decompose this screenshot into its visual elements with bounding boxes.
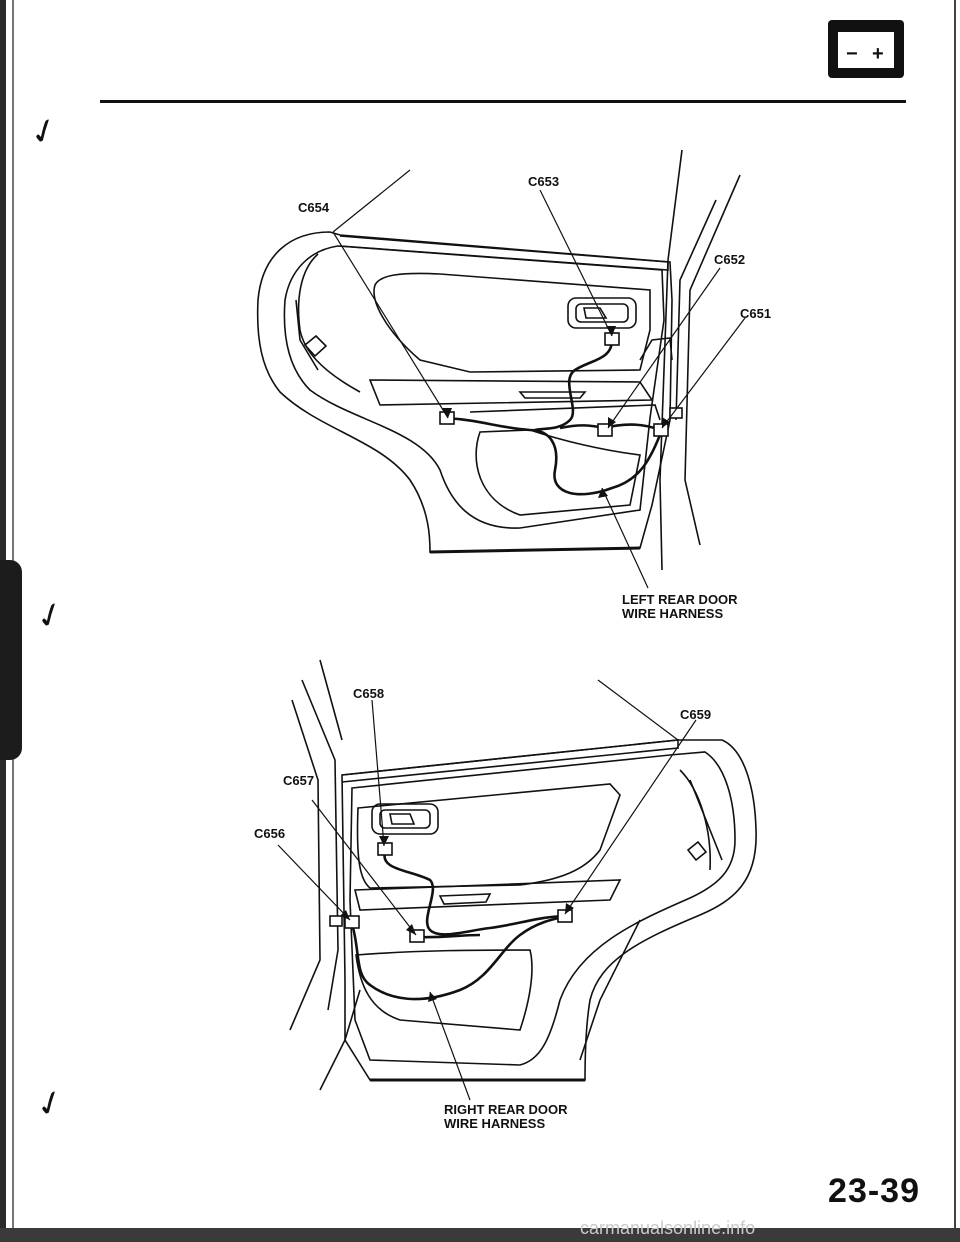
scan-edge-bottom <box>0 1228 960 1242</box>
connector-c651-mate <box>669 407 683 419</box>
left-door-illustration <box>256 149 741 571</box>
scan-edge-right <box>954 0 956 1242</box>
left-harness-label-line2: WIRE HARNESS <box>622 606 723 621</box>
right-arrowheads <box>340 836 574 1002</box>
right-harness-label-line1: RIGHT REAR DOOR <box>444 1102 568 1117</box>
right-connectors <box>329 842 573 943</box>
right-wire-harness <box>350 851 569 1001</box>
label-c653: C653 <box>528 174 559 189</box>
watermark: carmanualsonline.info <box>580 1218 756 1238</box>
label-c657: C657 <box>283 773 314 788</box>
battery-body: − + <box>838 32 894 68</box>
battery-terminal-negative <box>842 24 854 32</box>
left-wire-harness <box>445 339 664 496</box>
left-leader-lines <box>332 169 746 589</box>
connector-c651 <box>653 423 669 437</box>
battery-icon: − + <box>828 20 904 78</box>
right-door-illustration <box>289 659 757 1091</box>
battery-plus-symbol: + <box>872 43 884 65</box>
right-harness-label-line2: WIRE HARNESS <box>444 1116 545 1131</box>
binding-shadow <box>0 560 22 760</box>
header-rule <box>100 100 906 103</box>
label-c652: C652 <box>714 252 745 267</box>
label-c659: C659 <box>680 707 711 722</box>
connector-c659 <box>557 909 573 923</box>
connector-c658 <box>377 842 393 856</box>
battery-minus-symbol: − <box>846 43 858 65</box>
label-c651: C651 <box>740 306 771 321</box>
label-c658: C658 <box>353 686 384 701</box>
right-leader-lines <box>277 679 697 1101</box>
label-c656: C656 <box>254 826 285 841</box>
label-c654: C654 <box>298 200 330 215</box>
battery-terminal-positive <box>878 24 890 32</box>
connector-c656-mate <box>329 915 343 927</box>
left-harness-label-line1: LEFT REAR DOOR <box>622 592 738 607</box>
page-number: 23-39 <box>828 1172 920 1210</box>
left-arrowheads <box>442 326 670 498</box>
